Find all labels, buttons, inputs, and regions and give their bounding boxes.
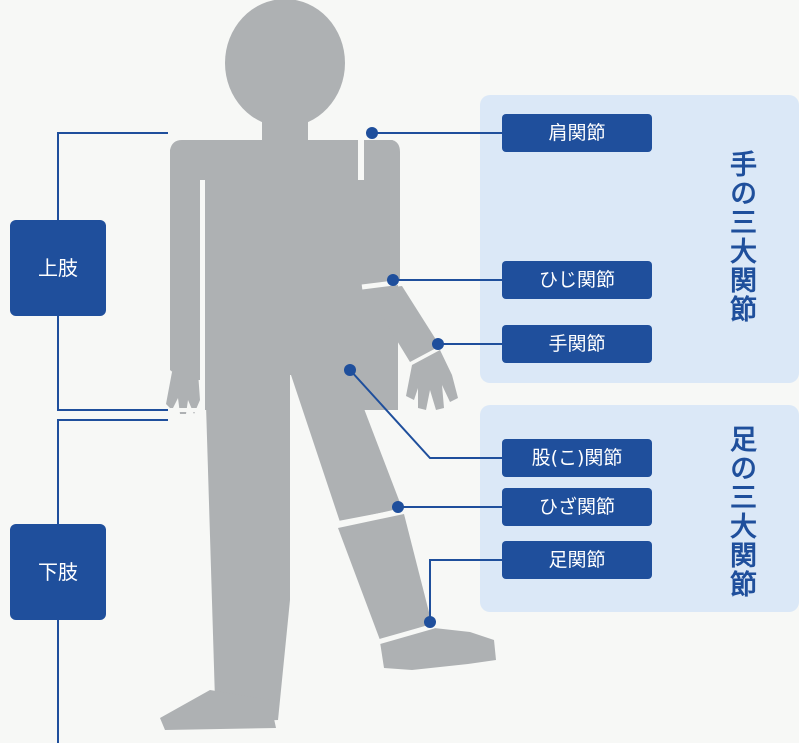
- upper-limb-label: 上肢: [10, 220, 106, 316]
- shin: [338, 514, 432, 640]
- forearm: [366, 286, 440, 362]
- upper-group-title: 手の三大関節: [725, 150, 756, 324]
- torso: [170, 140, 398, 410]
- neck: [262, 118, 308, 142]
- joint-dots: [344, 127, 444, 628]
- elbow-joint-label: ひじ関節: [502, 261, 652, 299]
- lower-group-title: 足の三大関節: [725, 425, 756, 599]
- lower-limb-label: 下肢: [10, 524, 106, 620]
- leader-lines: [349, 132, 502, 622]
- knee-gap: [335, 508, 405, 527]
- right-hand: [406, 350, 458, 410]
- standing-leg: [205, 372, 290, 722]
- shoulder-gap: [358, 140, 364, 180]
- ankle-joint-label: 足関節: [502, 541, 652, 579]
- left-foot: [160, 690, 276, 730]
- head: [225, 0, 345, 127]
- shoulder-joint-label: 肩関節: [502, 114, 652, 152]
- thigh: [290, 372, 402, 522]
- left-hand: [166, 372, 200, 414]
- wrist-joint-label: 手関節: [502, 325, 652, 363]
- ankle-gap: [377, 623, 435, 645]
- upper-arm: [364, 140, 400, 282]
- hip-joint-label: 股(こ)関節: [502, 439, 652, 477]
- right-foot: [380, 628, 496, 670]
- knee-joint-label: ひざ関節: [502, 488, 652, 526]
